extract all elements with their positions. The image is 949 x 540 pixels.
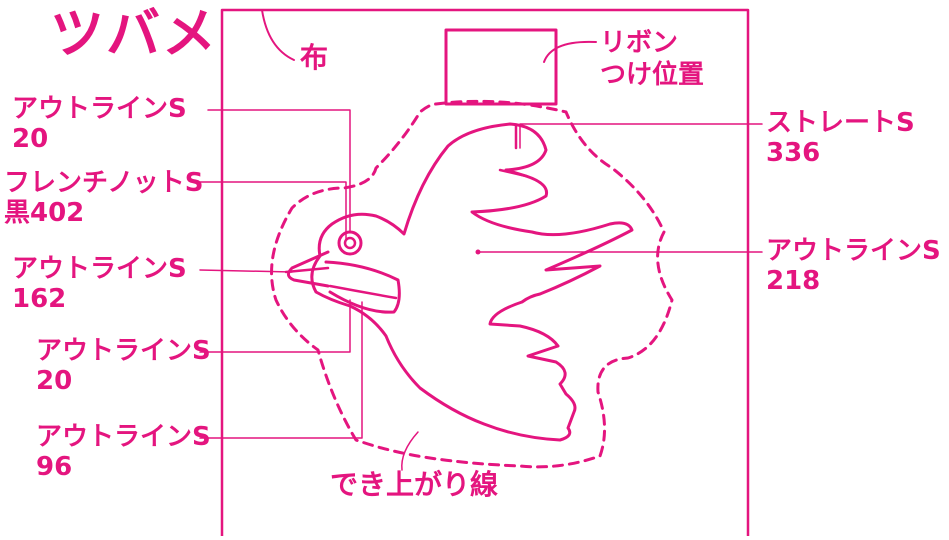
bird-beak [287,250,330,288]
ribbon-leader [543,40,597,63]
callout-outline-20-b-stitch: アウトラインS [36,336,211,366]
cloth-leader [261,9,295,61]
callout-straight-336-stitch: ストレートS [766,108,915,138]
fabric-frame [220,8,750,538]
callout-outline-162-stitch: アウトラインS [12,254,187,284]
leader-outline-20-a [207,109,351,233]
callout-french-knot-stitch: フレンチノットS [4,168,204,198]
bird-body [310,122,634,442]
callout-outline-218-color: 218 [766,266,821,296]
leader-dot-218 [475,249,481,255]
leader-finish-line [401,431,419,471]
callout-french-knot-color: 黒402 [4,198,85,228]
callout-outline-162-color: 162 [12,284,67,314]
leader-outline-96 [199,301,363,439]
leader-outline-20-b [199,299,351,353]
ribbon-label-line2: つけ位置 [600,60,705,90]
leader-outline-162 [199,269,293,273]
callout-outline-96-color: 96 [36,452,73,482]
bird-throat [324,260,401,314]
cloth-label: 布 [300,41,329,74]
wing-feather-2 [498,168,528,178]
beak-split [284,266,330,274]
page-title: ツバメ [50,2,218,65]
callout-outline-20-b-color: 20 [36,366,73,396]
bird-eye-outer [337,230,363,256]
ribbon-position-box [444,28,558,106]
ribbon-label-line1: リボン [600,28,679,58]
callout-outline-20-a-stitch: アウトラインS [12,94,187,124]
throat-line [328,284,398,300]
callout-straight-336-color: 336 [766,138,821,168]
callout-outline-20-a-color: 20 [12,124,49,154]
leader-straight-336 [519,123,763,149]
finish-line-label: でき上がり線 [330,468,499,501]
bird-eye-inner [343,236,357,250]
callout-outline-218-stitch: アウトラインS [766,236,941,266]
leader-french-knot [199,181,347,241]
finish-line [270,99,674,469]
callout-outline-96-stitch: アウトラインS [36,422,211,452]
